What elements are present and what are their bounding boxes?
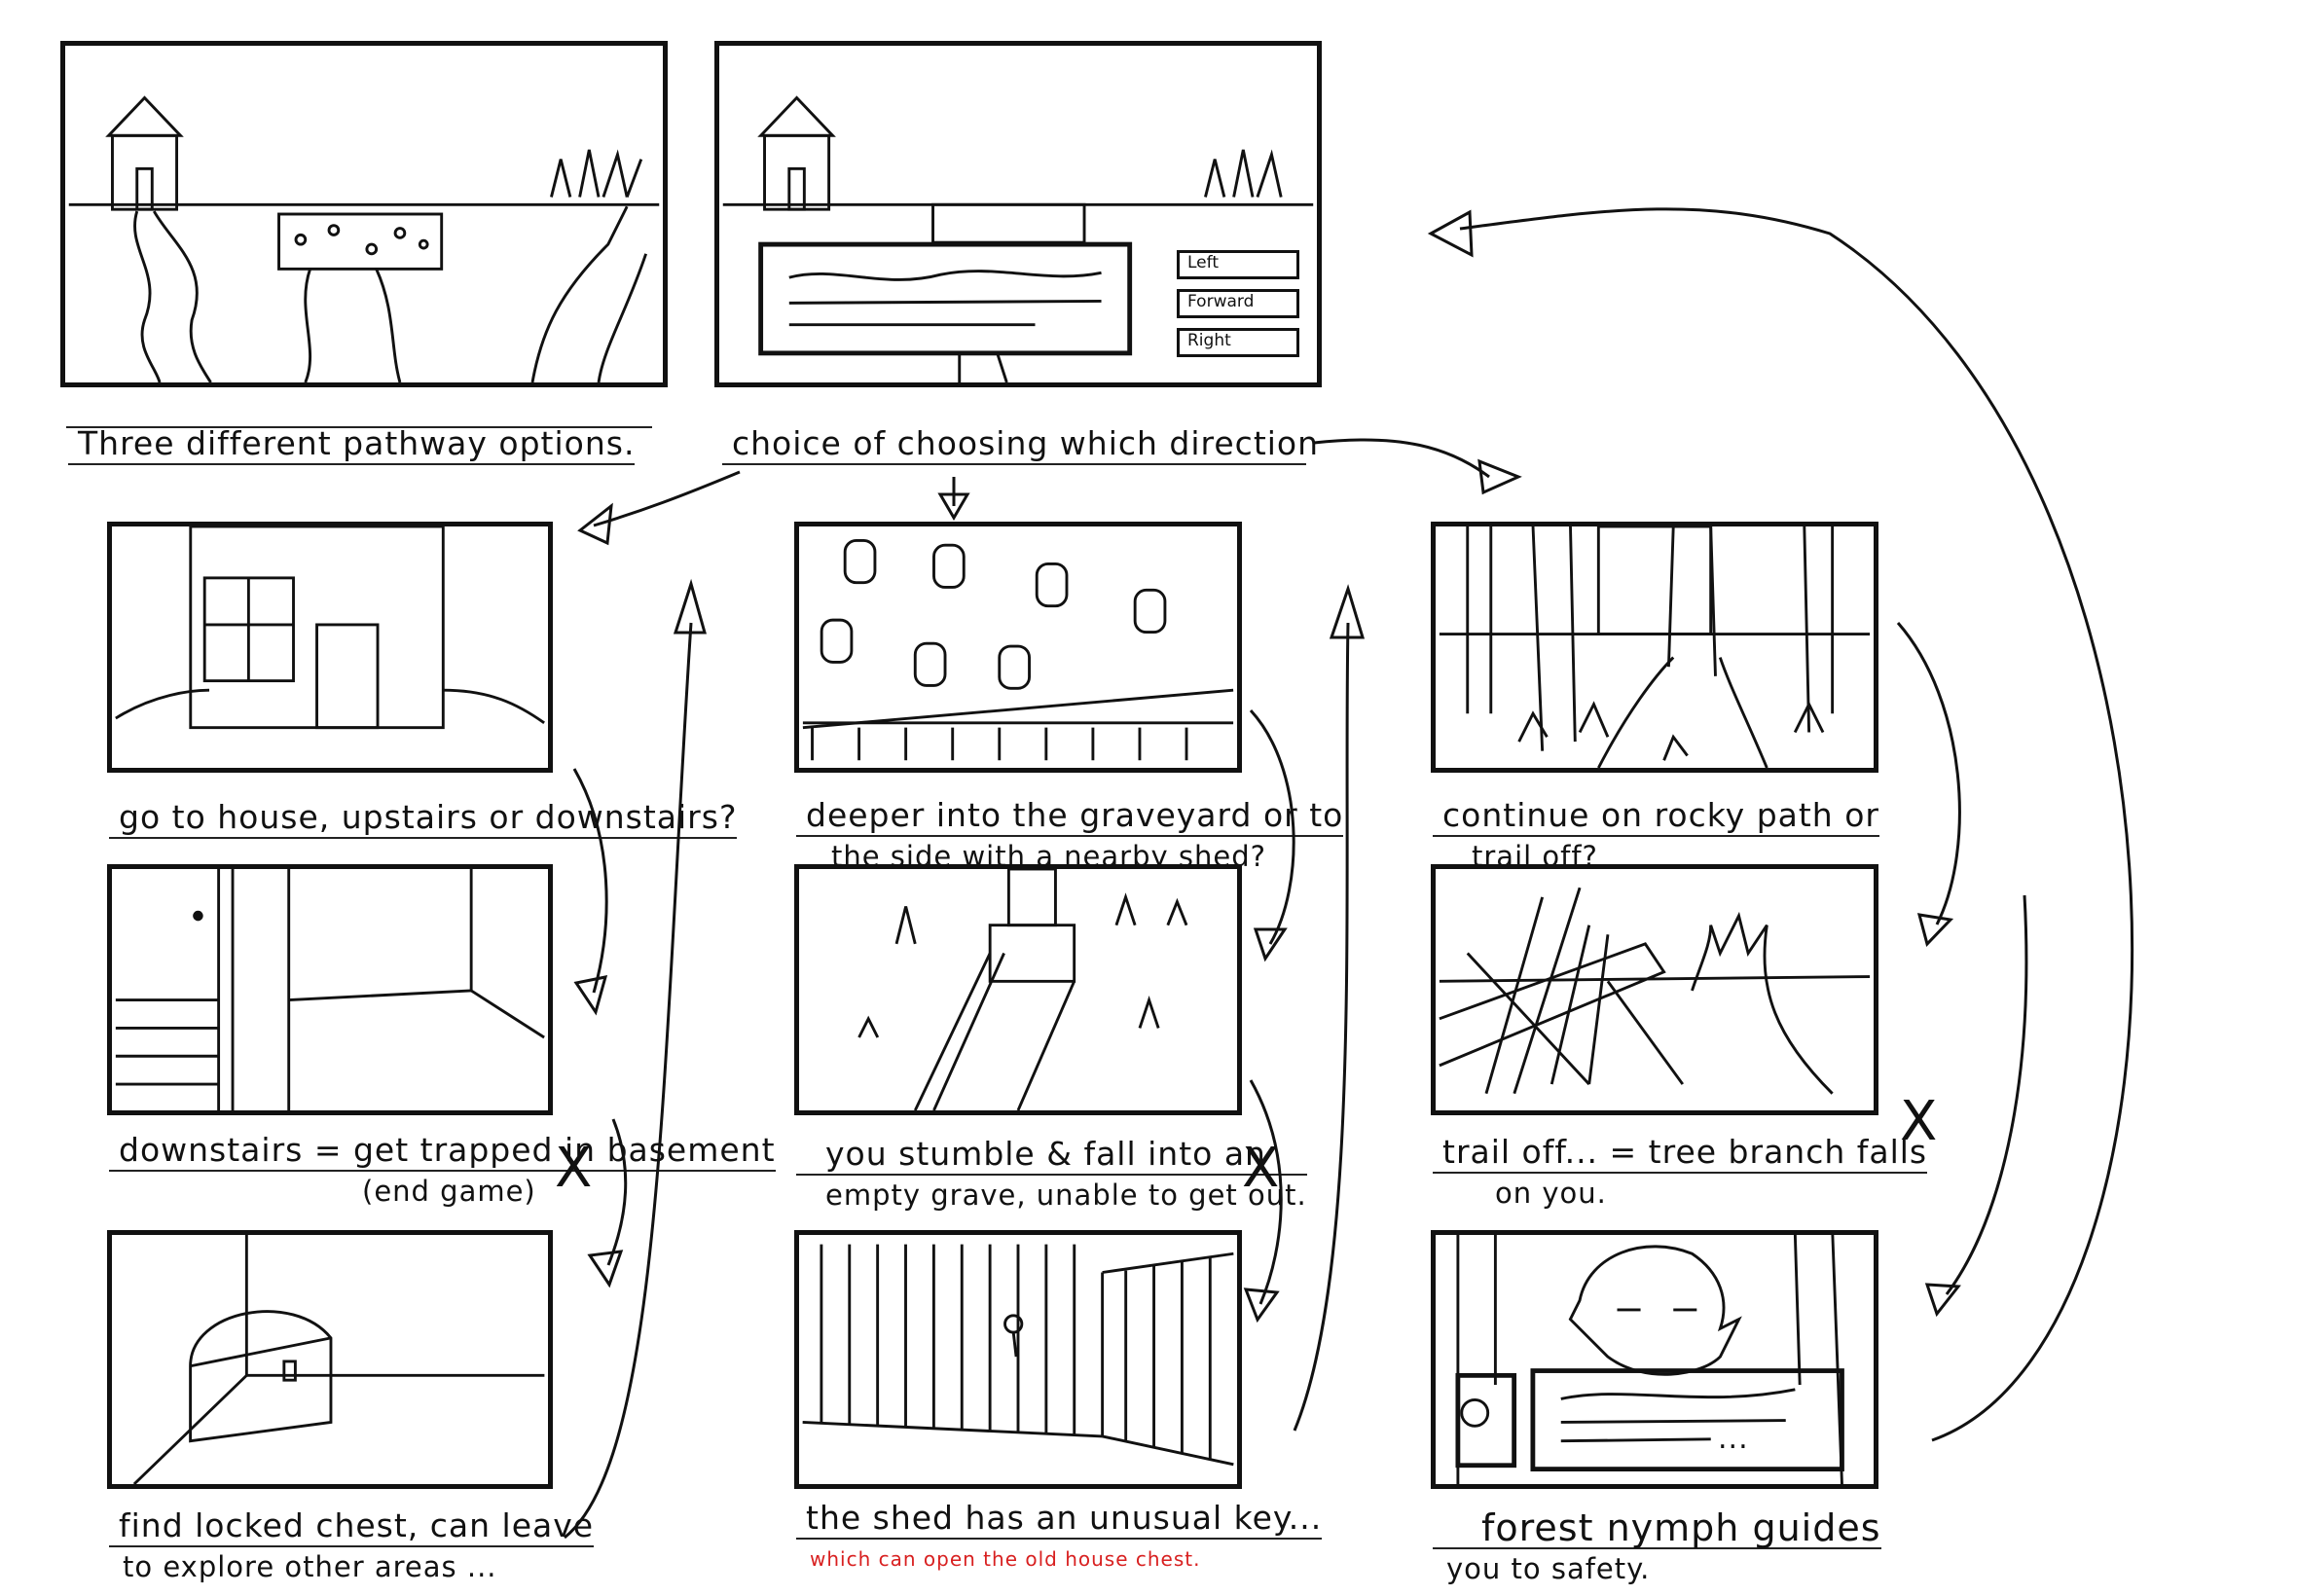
caption-grave-2: you stumble & fall into an empty grave, … bbox=[796, 1135, 1307, 1215]
arrowhead-forest-down-2 bbox=[1927, 1285, 1958, 1314]
caption-text-2: (end game) bbox=[109, 1172, 776, 1211]
panel-forest-nymph: ... bbox=[1431, 1230, 1878, 1489]
caption-text: downstairs = get trapped in basement bbox=[109, 1131, 776, 1172]
arrowhead-house-down-1 bbox=[576, 977, 605, 1012]
arrowhead-forest bbox=[1479, 461, 1518, 492]
caption-text: trail off... = tree branch falls bbox=[1433, 1133, 1927, 1174]
caption-text: forest nymph guides bbox=[1433, 1508, 1881, 1549]
caption-grave-3: the shed has an unusual key... which can… bbox=[796, 1499, 1322, 1578]
caption-text: the shed has an unusual key... bbox=[796, 1499, 1322, 1540]
caption-house-1: go to house, upstairs or downstairs? bbox=[109, 798, 737, 839]
graveyard-sketch bbox=[799, 526, 1237, 768]
arrow-forest-down-2 bbox=[1947, 895, 2026, 1294]
arrow-forest-down-1 bbox=[1898, 623, 1959, 925]
arrow-house-back-up bbox=[565, 623, 691, 1538]
panel-house-exterior bbox=[107, 522, 553, 773]
panel-branch-falls bbox=[1431, 864, 1878, 1115]
caption-text: find locked chest, can leave bbox=[109, 1506, 594, 1547]
end-mark-grave: X bbox=[1242, 1137, 1279, 1200]
panel-graveyard bbox=[794, 522, 1242, 773]
end-mark-forest: X bbox=[1900, 1090, 1937, 1153]
empty-grave-sketch bbox=[799, 869, 1237, 1110]
caption-text: choice of choosing which direction bbox=[722, 424, 1306, 465]
house-exterior-sketch bbox=[112, 526, 548, 768]
arrowhead-house-down-2 bbox=[590, 1251, 621, 1285]
caption-pathways: Three different pathway options. bbox=[68, 424, 635, 465]
caption-house-3: find locked chest, can leave to explore … bbox=[109, 1506, 594, 1586]
choice-right-button[interactable]: Right bbox=[1177, 328, 1299, 357]
dialogue-ellipsis: ... bbox=[1718, 1420, 1749, 1459]
choice-forward-button[interactable]: Forward bbox=[1177, 289, 1299, 318]
caption-text-2: empty grave, unable to get out. bbox=[796, 1176, 1307, 1215]
arrowhead-graveyard bbox=[940, 494, 967, 518]
arrowhead-grave-up bbox=[1331, 589, 1363, 637]
panel-pathways bbox=[60, 41, 668, 387]
arrow-to-house bbox=[594, 472, 740, 526]
caption-forest-2: trail off... = tree branch falls on you. bbox=[1433, 1133, 1927, 1213]
caption-text: deeper into the graveyard or to bbox=[796, 796, 1343, 837]
arrow-to-forest bbox=[1314, 440, 1489, 477]
caption-text-2: you to safety. bbox=[1433, 1549, 1881, 1588]
arrow-grave-back-up bbox=[1294, 623, 1348, 1431]
arrowhead-back-to-start bbox=[1431, 212, 1472, 255]
caption-choice: choice of choosing which direction bbox=[722, 424, 1306, 465]
caption-forest-3: forest nymph guides you to safety. bbox=[1433, 1508, 1881, 1588]
end-mark-house: X bbox=[555, 1137, 592, 1200]
pathways-sketch bbox=[65, 46, 663, 382]
caption-note-red: which can open the old house chest. bbox=[796, 1540, 1322, 1578]
caption-text-2: to explore other areas ... bbox=[109, 1547, 594, 1586]
chest-sketch bbox=[112, 1235, 548, 1484]
arrowhead-house bbox=[580, 506, 611, 543]
panel-shed-key bbox=[794, 1230, 1242, 1489]
caption-house-2: downstairs = get trapped in basement (en… bbox=[109, 1131, 776, 1211]
caption-text-2: on you. bbox=[1433, 1174, 1927, 1213]
forest-nymph-sketch bbox=[1436, 1235, 1874, 1484]
caption-text: go to house, upstairs or downstairs? bbox=[109, 798, 737, 839]
arrowhead-grave-down-2 bbox=[1246, 1289, 1277, 1320]
panel-forest-path bbox=[1431, 522, 1878, 773]
panel-house-chest bbox=[107, 1230, 553, 1489]
choice-left-button[interactable]: Left bbox=[1177, 250, 1299, 279]
panel-empty-grave bbox=[794, 864, 1242, 1115]
caption-text: you stumble & fall into an bbox=[796, 1135, 1307, 1176]
arrowhead-forest-down-1 bbox=[1919, 915, 1951, 944]
branch-falls-sketch bbox=[1436, 869, 1874, 1110]
caption-text: Three different pathway options. bbox=[68, 424, 635, 465]
caption-text: continue on rocky path or bbox=[1433, 796, 1879, 837]
forest-path-sketch bbox=[1436, 526, 1874, 768]
basement-sketch bbox=[112, 869, 548, 1110]
arrowhead-grave-down-1 bbox=[1256, 929, 1285, 959]
panel-house-basement bbox=[107, 864, 553, 1115]
shed-key-sketch bbox=[799, 1235, 1237, 1484]
arrowhead-house-up bbox=[675, 584, 705, 633]
panel-choice: Left Forward Right bbox=[714, 41, 1322, 387]
